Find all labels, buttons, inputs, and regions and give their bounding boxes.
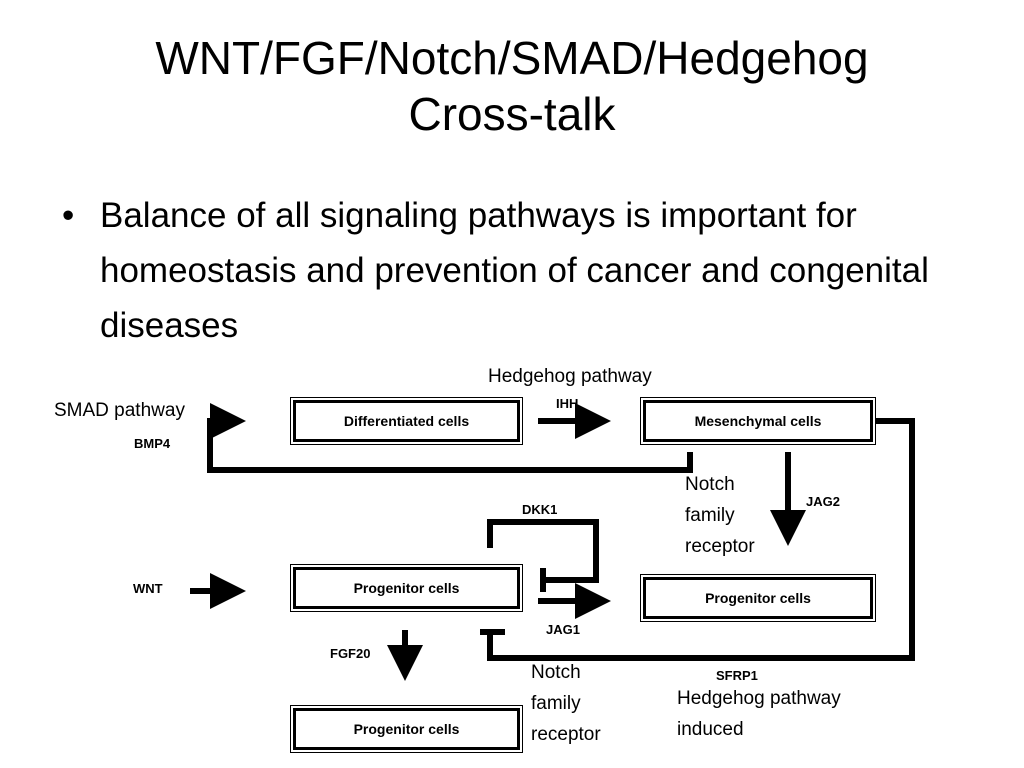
dkk1-inhibit-line [487,519,599,583]
note-line: receptor [531,724,601,745]
bullet-dot-icon: • [62,196,75,235]
bmp4-arrow [207,403,693,473]
note-line: family [531,693,581,714]
label-bmp4: BMP4 [134,436,171,451]
note-line: induced [677,719,744,740]
bullet-text: Balance of all signaling pathways is imp… [100,196,929,345]
note-line: Hedgehog pathway [677,688,841,709]
box-progenitor-cells-bottom: Progenitor cells [290,705,523,753]
box-mesenchymal-cells: Mesenchymal cells [640,397,876,445]
title-line-1: WNT/FGF/Notch/SMAD/Hedgehog [155,32,869,84]
label-sfrp1: SFRP1 [716,668,758,683]
label-ihh: IHH [556,396,579,411]
slide-title: WNT/FGF/Notch/SMAD/Hedgehog Cross-talk [0,30,1024,142]
box-differentiated-cells: Differentiated cells [290,397,523,445]
label-jag2: JAG2 [806,494,840,509]
label-wnt: WNT [133,581,163,596]
note-notch-receptor-upper: Notch family receptor [685,469,755,562]
label-jag1: JAG1 [546,622,580,637]
note-notch-receptor-lower: Notch family receptor [531,657,601,750]
note-line: receptor [685,536,755,557]
label-fgf20: FGF20 [330,646,371,661]
note-hedgehog-pathway: Hedgehog pathway [488,366,652,387]
label-dkk1: DKK1 [522,502,558,517]
title-line-2: Cross-talk [408,88,616,140]
note-line: Notch [685,474,735,495]
note-hedgehog-induced: Hedgehog pathway induced [677,683,841,745]
note-line: Notch [531,662,581,683]
note-smad-pathway: SMAD pathway [54,400,185,421]
sfrp1-inhibit-line [487,418,915,661]
note-line: family [685,505,735,526]
box-progenitor-cells-left: Progenitor cells [290,564,523,612]
box-progenitor-cells-right: Progenitor cells [640,574,876,622]
bullet-item: • Balance of all signaling pathways is i… [62,188,982,353]
